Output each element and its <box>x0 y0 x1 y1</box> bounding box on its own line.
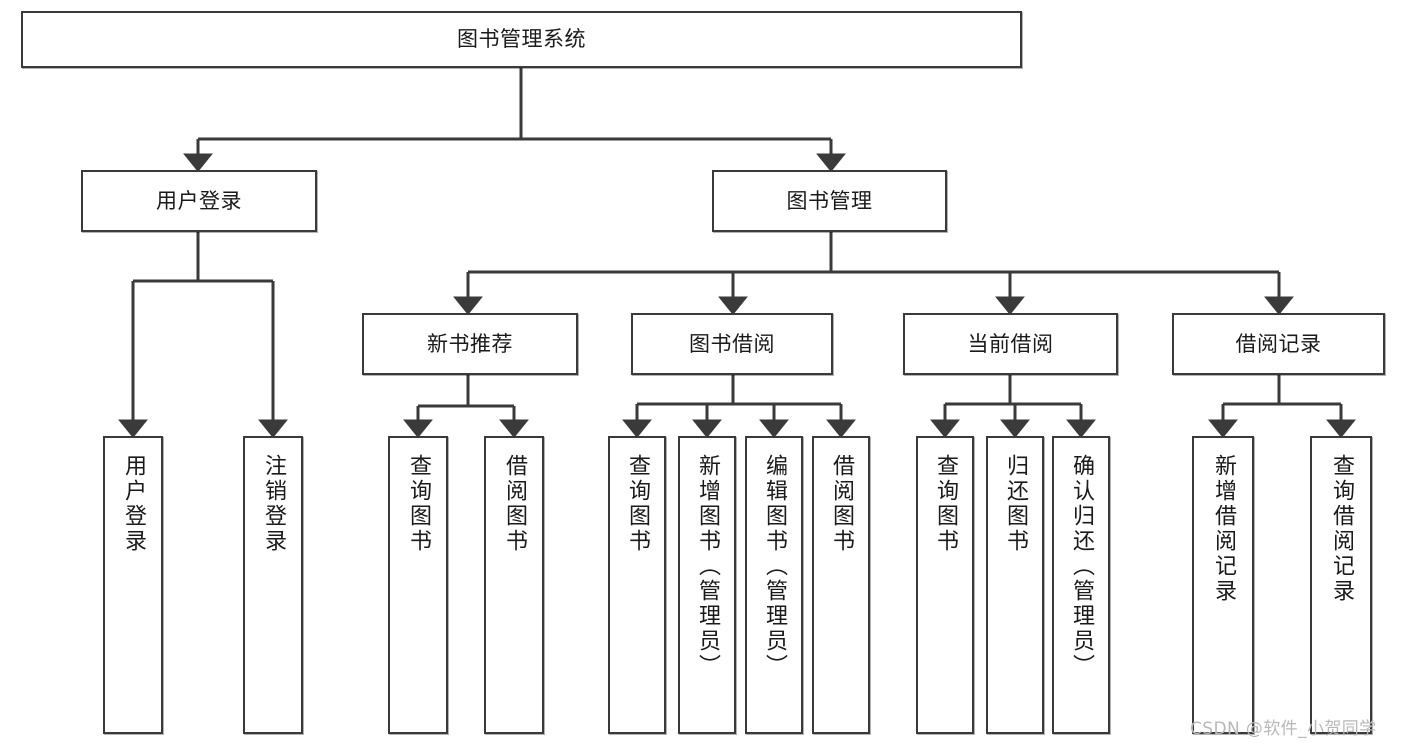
node-leaf-add-book-label: 新增图书（管理员） <box>695 454 720 679</box>
node-borrow-record-label: 借阅记录 <box>1235 331 1322 356</box>
node-root-label: 图书管理系统 <box>457 27 586 52</box>
node-leaf-edit-book-label: 编辑图书（管理员） <box>762 454 787 679</box>
watermark-text: CSDN @软件_小贺同学 <box>1190 719 1377 739</box>
node-leaf-query-book-2-label: 查询图书 <box>625 454 650 554</box>
node-leaf-query-book-1-label: 查询图书 <box>406 454 431 554</box>
node-user-login-label: 用户登录 <box>156 188 242 213</box>
node-leaf-edit-book[interactable]: 编辑图书（管理员） <box>745 436 803 734</box>
node-leaf-logout-label: 注销登录 <box>261 454 286 554</box>
node-leaf-user-login-label: 用户登录 <box>121 454 146 554</box>
node-leaf-return-book-label: 归还图书 <box>1003 454 1028 554</box>
node-book-manage[interactable]: 图书管理 <box>712 170 947 232</box>
node-leaf-logout[interactable]: 注销登录 <box>243 436 303 734</box>
node-root[interactable]: 图书管理系统 <box>21 11 1022 68</box>
node-leaf-add-record[interactable]: 新增借阅记录 <box>1192 436 1254 734</box>
node-leaf-confirm-return[interactable]: 确认归还（管理员） <box>1052 436 1110 734</box>
node-leaf-borrow-book-2[interactable]: 借阅图书 <box>812 436 870 734</box>
node-leaf-confirm-return-label: 确认归还（管理员） <box>1069 454 1094 679</box>
node-book-manage-label: 图书管理 <box>786 188 873 213</box>
node-current-borrow[interactable]: 当前借阅 <box>903 313 1118 375</box>
node-leaf-borrow-book-1[interactable]: 借阅图书 <box>484 436 544 734</box>
node-leaf-add-book[interactable]: 新增图书（管理员） <box>678 436 736 734</box>
node-current-borrow-label: 当前借阅 <box>967 331 1054 356</box>
node-leaf-borrow-book-1-label: 借阅图书 <box>502 454 527 554</box>
node-leaf-add-record-label: 新增借阅记录 <box>1211 454 1236 604</box>
node-new-book-recommend-label: 新书推荐 <box>427 331 513 356</box>
node-leaf-query-record-label: 查询借阅记录 <box>1329 454 1354 604</box>
node-leaf-query-record[interactable]: 查询借阅记录 <box>1310 436 1372 734</box>
node-book-borrow-label: 图书借阅 <box>689 331 775 356</box>
node-leaf-query-book-1[interactable]: 查询图书 <box>388 436 448 734</box>
node-leaf-query-book-3[interactable]: 查询图书 <box>916 436 974 734</box>
node-user-login[interactable]: 用户登录 <box>81 170 317 232</box>
node-leaf-query-book-2[interactable]: 查询图书 <box>608 436 666 734</box>
node-leaf-user-login[interactable]: 用户登录 <box>103 436 163 734</box>
node-borrow-record[interactable]: 借阅记录 <box>1172 313 1385 375</box>
node-leaf-borrow-book-2-label: 借阅图书 <box>829 454 854 554</box>
node-new-book-recommend[interactable]: 新书推荐 <box>362 313 578 375</box>
node-book-borrow[interactable]: 图书借阅 <box>631 313 833 375</box>
node-leaf-query-book-3-label: 查询图书 <box>933 454 958 554</box>
node-leaf-return-book[interactable]: 归还图书 <box>986 436 1044 734</box>
